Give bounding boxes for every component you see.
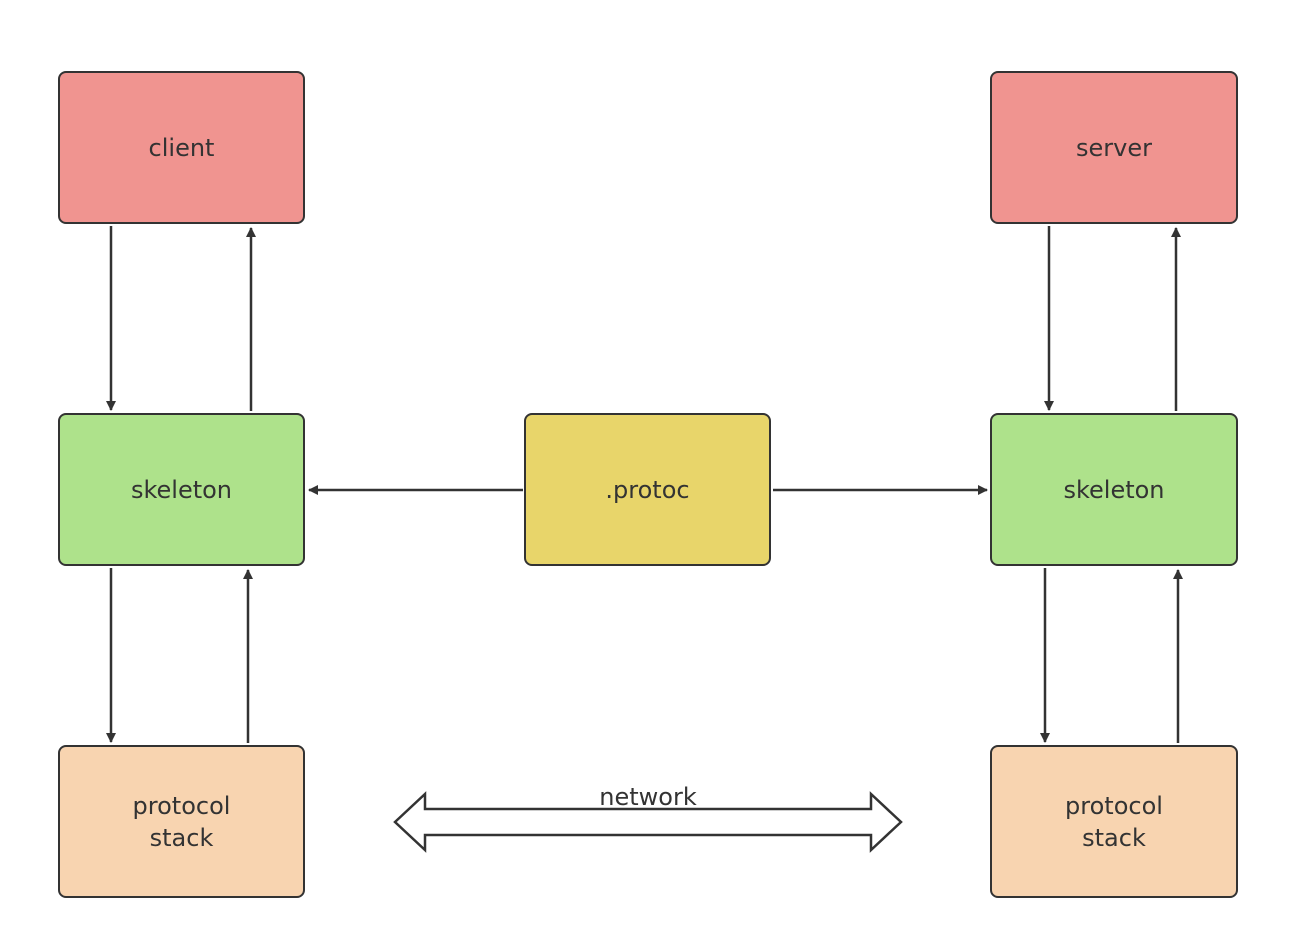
protoc-label: .protoc — [605, 475, 690, 504]
network-double-arrow — [393, 791, 903, 853]
protoc-node: .protoc — [524, 413, 771, 566]
network-label: network — [599, 783, 697, 811]
protocol-stack-node-right: protocol stack — [990, 745, 1238, 898]
skeleton-node-left: skeleton — [58, 413, 305, 566]
skeleton-node-right: skeleton — [990, 413, 1238, 566]
skeleton-right-label: skeleton — [1063, 475, 1165, 504]
stack-left-label: protocol stack — [132, 791, 231, 852]
stack-right-label: protocol stack — [1065, 791, 1163, 852]
skeleton-left-label: skeleton — [130, 475, 233, 504]
server-node: server — [990, 71, 1238, 224]
client-label: client — [148, 133, 215, 162]
client-node: client — [58, 71, 305, 224]
protocol-stack-node-left: protocol stack — [58, 745, 305, 898]
server-label: server — [1076, 133, 1152, 162]
